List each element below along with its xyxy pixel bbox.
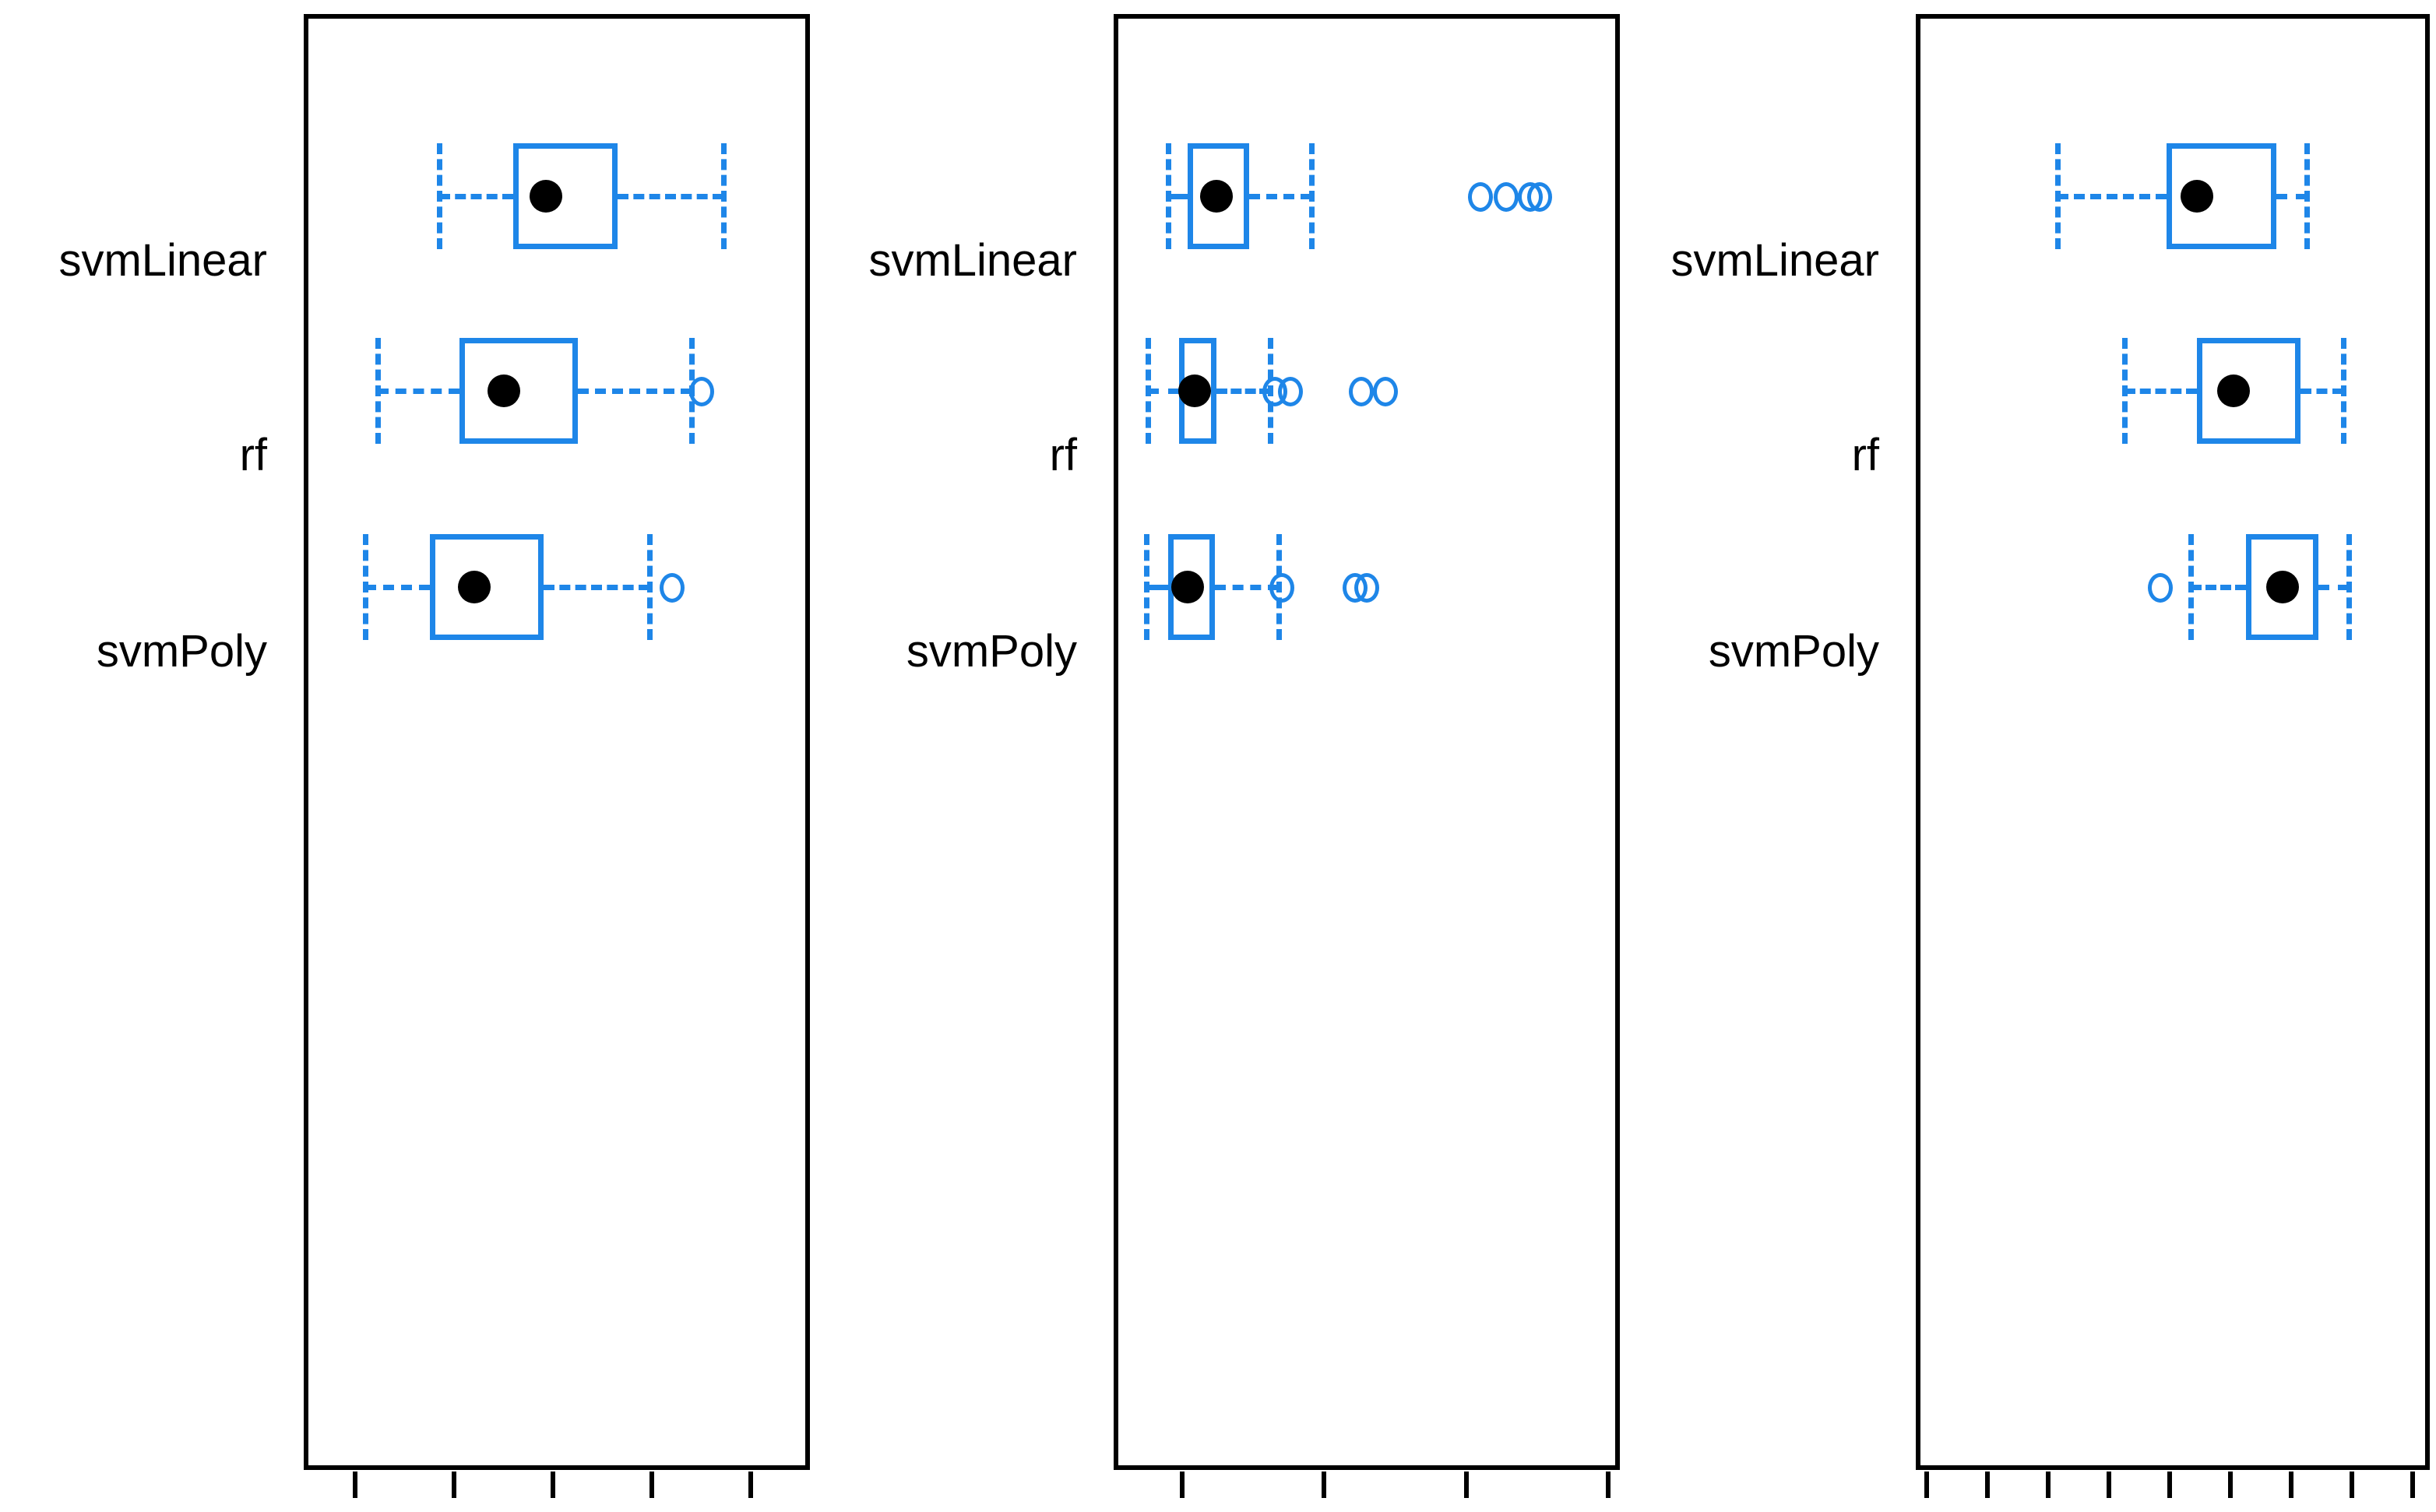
x-axis-tick	[2045, 1472, 2051, 1498]
whisker-line-upper	[2276, 194, 2307, 199]
x-axis-tick	[551, 1472, 556, 1498]
plot-area-rmse	[1114, 14, 1620, 1470]
median-marker	[1178, 374, 1212, 407]
whisker-line-upper	[1248, 194, 1311, 199]
x-axis-tick	[452, 1472, 457, 1498]
plot-area-mae	[304, 14, 810, 1470]
panel-rmse: RMSE	[810, 0, 1620, 1512]
box-rf	[459, 338, 578, 444]
outlier-point	[1354, 573, 1379, 603]
y-axis-label-svmpoly: svmPoly	[1708, 626, 1879, 677]
y-axis-label-rf: rf	[1851, 430, 1879, 480]
x-axis-tick	[1924, 1472, 1929, 1498]
x-axis-tick	[748, 1472, 754, 1498]
panel-mae: MAE	[0, 0, 810, 1512]
x-axis-tick	[2410, 1472, 2416, 1498]
whisker-line-lower	[1167, 194, 1188, 199]
outlier-point	[1277, 377, 1303, 406]
whisker-line-lower	[2191, 585, 2246, 590]
whisker-line-lower	[439, 194, 514, 199]
x-axis-tick	[1322, 1472, 1327, 1498]
whisker-line-upper	[2318, 585, 2350, 590]
x-axis-tick	[2228, 1472, 2234, 1498]
x-axis-tick	[1605, 1472, 1611, 1498]
plot-inner-rsquared	[1920, 19, 2425, 1465]
whisker-cap-upper	[2346, 534, 2353, 640]
whisker-cap-upper	[647, 534, 653, 640]
whisker-cap-upper	[1308, 143, 1315, 249]
y-axis-label-svmlinear: svmLinear	[868, 235, 1077, 286]
whisker-line-lower	[1146, 585, 1168, 590]
x-axis-tick	[2350, 1472, 2355, 1498]
y-axis-label-svmlinear: svmLinear	[58, 235, 267, 286]
median-marker	[529, 180, 562, 213]
outlier-point	[1467, 182, 1493, 212]
y-axis-label-svmpoly: svmPoly	[96, 626, 267, 677]
whisker-line-lower	[2057, 194, 2167, 199]
whisker-cap-upper	[721, 143, 727, 249]
x-axis-tick	[649, 1472, 655, 1498]
outlier-point	[2148, 573, 2174, 603]
x-axis-tick	[2167, 1472, 2173, 1498]
median-marker	[487, 374, 520, 407]
x-axis-tick	[2107, 1472, 2112, 1498]
whisker-line-upper	[1216, 389, 1271, 394]
y-axis-label-svmpoly: svmPoly	[906, 626, 1077, 677]
outlier-point	[1493, 182, 1519, 212]
median-marker	[2217, 374, 2251, 407]
median-marker	[457, 571, 491, 603]
median-marker	[2181, 180, 2214, 213]
x-axis-tick	[1180, 1472, 1185, 1498]
x-axis-tick	[353, 1472, 358, 1498]
outlier-point	[1269, 573, 1294, 603]
box-svmpoly	[1167, 534, 1215, 640]
x-axis-tick	[1984, 1472, 1990, 1498]
whisker-line-upper	[543, 585, 650, 590]
box-rf	[2197, 338, 2300, 444]
whisker-line-upper	[577, 389, 692, 394]
whisker-line-lower	[365, 585, 430, 590]
outlier-point	[1372, 377, 1398, 406]
y-axis-label-rf: rf	[239, 430, 267, 480]
whisker-line-upper	[1214, 585, 1279, 590]
outlier-point	[1527, 182, 1553, 212]
whisker-line-lower	[377, 389, 459, 394]
plot-inner-rmse	[1118, 19, 1615, 1465]
box-svmpoly	[429, 534, 544, 640]
outlier-point	[1348, 377, 1374, 406]
box-svmpoly	[2245, 534, 2319, 640]
box-svmlinear	[513, 143, 618, 249]
whisker-line-upper	[617, 194, 724, 199]
panel-rsquared: Rsquared	[1620, 0, 2436, 1512]
outlier-point	[659, 573, 685, 603]
median-marker	[1171, 571, 1205, 603]
whisker-cap-upper	[2304, 143, 2310, 249]
x-axis-tick	[1463, 1472, 1469, 1498]
whisker-line-upper	[2300, 389, 2343, 394]
plot-area-rsquared	[1916, 14, 2430, 1470]
y-axis-label-svmlinear: svmLinear	[1670, 235, 1879, 286]
median-marker	[2265, 571, 2299, 603]
box-svmlinear	[2167, 143, 2276, 249]
whisker-line-lower	[2124, 389, 2198, 394]
y-axis-label-rf: rf	[1049, 430, 1077, 480]
outlier-point	[688, 377, 714, 406]
median-marker	[1199, 180, 1233, 213]
plot-inner-mae	[308, 19, 805, 1465]
x-axis-tick	[2289, 1472, 2294, 1498]
whisker-cap-upper	[2340, 338, 2346, 444]
whisker-line-lower	[1148, 389, 1180, 394]
box-svmlinear	[1188, 143, 1249, 249]
